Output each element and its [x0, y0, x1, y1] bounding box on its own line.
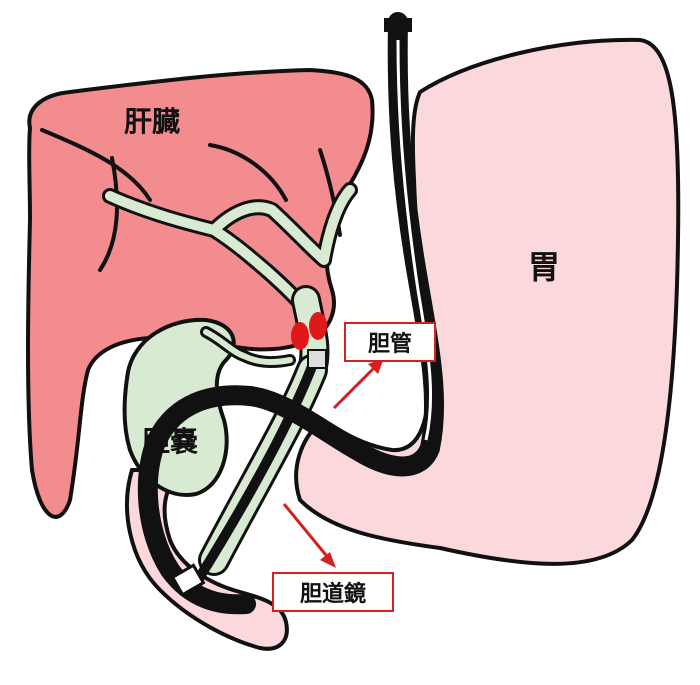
liver-fissure [40, 128, 152, 202]
bile-duct-highlight [309, 312, 327, 340]
liver-fissure [208, 143, 288, 202]
callout-arrow [332, 358, 384, 410]
liver-label: 肝臓 [124, 105, 181, 138]
bile-duct-label: 胆管 [344, 322, 436, 362]
callout-arrow [282, 503, 336, 568]
gallbladder-label: 胆嚢 [142, 425, 199, 458]
scope-tip [170, 563, 206, 597]
cystic-duct [203, 329, 293, 366]
liver-fissure [98, 156, 119, 272]
bile-duct-tree [102, 182, 358, 385]
cholangioscope-label: 胆道鏡 [272, 572, 394, 612]
endoscope-highlight [396, 39, 433, 441]
cholangioscope-tube [193, 351, 321, 585]
endoscope-top [384, 18, 412, 32]
cholangioscope-tip [307, 349, 327, 369]
bile-duct-highlight [291, 322, 309, 350]
stomach-label: 胃 [528, 248, 561, 286]
